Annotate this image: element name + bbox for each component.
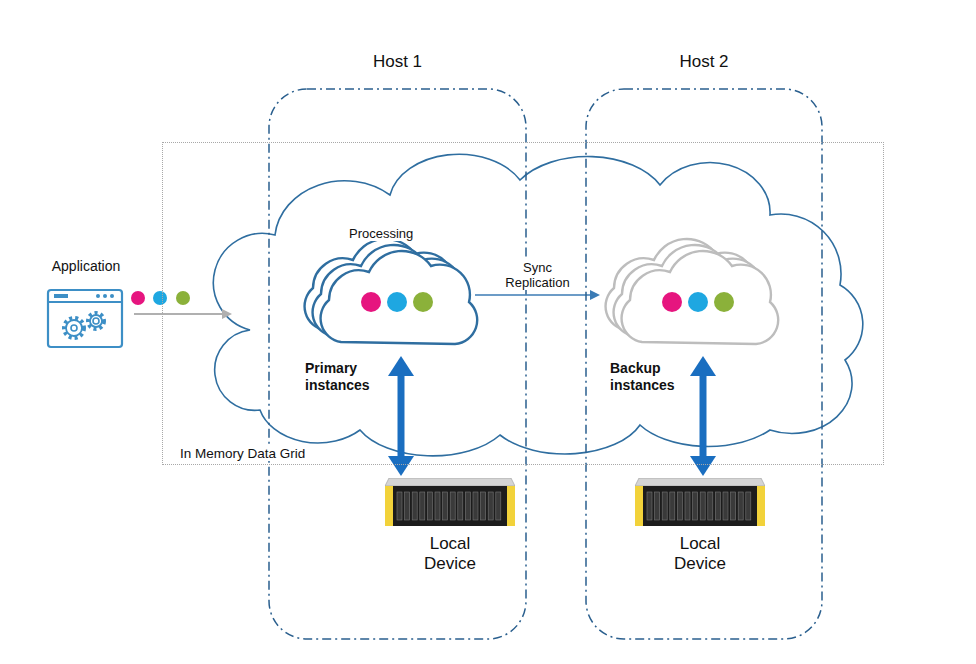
- host-box: Host 2Backup instancesLocal Device: [585, 88, 823, 640]
- window-dot: [110, 294, 114, 298]
- data-dot: [153, 291, 167, 305]
- data-dot: [176, 291, 190, 305]
- window-bar: [48, 301, 122, 303]
- data-dot: [413, 292, 433, 312]
- arrow-head: [590, 290, 600, 300]
- cloud-stack: [297, 232, 473, 354]
- drive-bay: [731, 492, 736, 520]
- server-handle: [385, 486, 393, 526]
- processing-cloud: ProcessingPrimary instances: [297, 232, 473, 354]
- node-text: Host 2: [585, 52, 823, 72]
- local-device: Local Device: [385, 478, 515, 578]
- io-arrow: [700, 372, 707, 460]
- host-box: Host 1ProcessingPrimary instancesLocal D…: [268, 88, 527, 640]
- arrow-head: [222, 309, 232, 319]
- drive-bay: [435, 492, 440, 520]
- host-outline: [269, 89, 526, 639]
- cloud: [321, 251, 478, 344]
- server-front: [635, 486, 765, 526]
- drive-bay: [450, 492, 455, 520]
- node-text: Application: [40, 258, 132, 274]
- window-tab: [54, 294, 68, 298]
- data-dot: [714, 292, 734, 312]
- drive-bay: [647, 492, 652, 520]
- data-dot: [688, 292, 708, 312]
- drive-bay: [420, 492, 425, 520]
- cloud: [622, 251, 779, 344]
- backup-cloud: Backup instances: [598, 232, 774, 354]
- drive-bay: [693, 492, 698, 520]
- application-icon: [46, 288, 126, 350]
- drive-bay: [481, 492, 486, 520]
- drive-bay: [677, 492, 682, 520]
- drive-bay: [496, 492, 501, 520]
- window-dot: [103, 294, 107, 298]
- cloud-stack: [598, 232, 774, 354]
- drive-bay: [473, 492, 478, 520]
- server-handle: [635, 486, 643, 526]
- server-top: [385, 478, 515, 486]
- window: [48, 290, 122, 347]
- drive-bay: [662, 492, 667, 520]
- drive-bay: [488, 492, 493, 520]
- flow-arrow: [134, 313, 224, 315]
- gear: [66, 320, 82, 336]
- server-handle: [507, 486, 515, 526]
- node-text: Local Device: [664, 534, 736, 574]
- drive-bay: [670, 492, 675, 520]
- drive-bay: [443, 492, 448, 520]
- node-text: Local Device: [414, 534, 486, 574]
- drive-bay: [708, 492, 713, 520]
- node-text: Host 1: [268, 52, 527, 72]
- drive-bay: [700, 492, 705, 520]
- application-node: Application: [40, 258, 132, 350]
- arrow-head: [690, 456, 716, 476]
- drive-bay: [458, 492, 463, 520]
- node-text: Processing: [347, 226, 415, 241]
- gear: [90, 315, 102, 327]
- drive-bay: [465, 492, 470, 520]
- sync-arrow: [475, 294, 592, 296]
- edge-label: Sync Replication: [496, 260, 580, 290]
- arrow-head: [388, 356, 414, 376]
- drive-bay: [655, 492, 660, 520]
- server-icon: [635, 478, 765, 528]
- drive-bay: [685, 492, 690, 520]
- host-outline: [586, 89, 822, 639]
- arrow-head: [690, 356, 716, 376]
- gear-teeth: [64, 318, 84, 338]
- drive-bay: [405, 492, 410, 520]
- drive-bay: [715, 492, 720, 520]
- server-top: [635, 478, 765, 486]
- arrow-head: [388, 456, 414, 476]
- server-icon: [385, 478, 515, 528]
- drive-bay: [412, 492, 417, 520]
- data-dot: [662, 292, 682, 312]
- gear-hub: [71, 325, 77, 331]
- drive-bay: [397, 492, 402, 520]
- drive-bay: [746, 492, 751, 520]
- local-device: Local Device: [620, 478, 780, 578]
- data-dot: [387, 292, 407, 312]
- gear-teeth: [88, 313, 104, 329]
- node-text: Backup instances: [610, 360, 690, 394]
- io-arrow: [398, 372, 405, 460]
- server-front: [385, 486, 515, 526]
- drive-bay: [738, 492, 743, 520]
- node-text: In Memory Data Grid: [177, 446, 308, 461]
- grid-cloud: [213, 154, 862, 456]
- data-dot: [131, 291, 145, 305]
- drive-bay: [427, 492, 432, 520]
- window-dot: [96, 294, 100, 298]
- server-handle: [757, 486, 765, 526]
- grid-region: In Memory Data Grid: [162, 142, 884, 465]
- drive-bay: [723, 492, 728, 520]
- data-dot: [361, 292, 381, 312]
- node-text: Primary instances: [305, 360, 385, 394]
- gear-hub: [93, 318, 99, 324]
